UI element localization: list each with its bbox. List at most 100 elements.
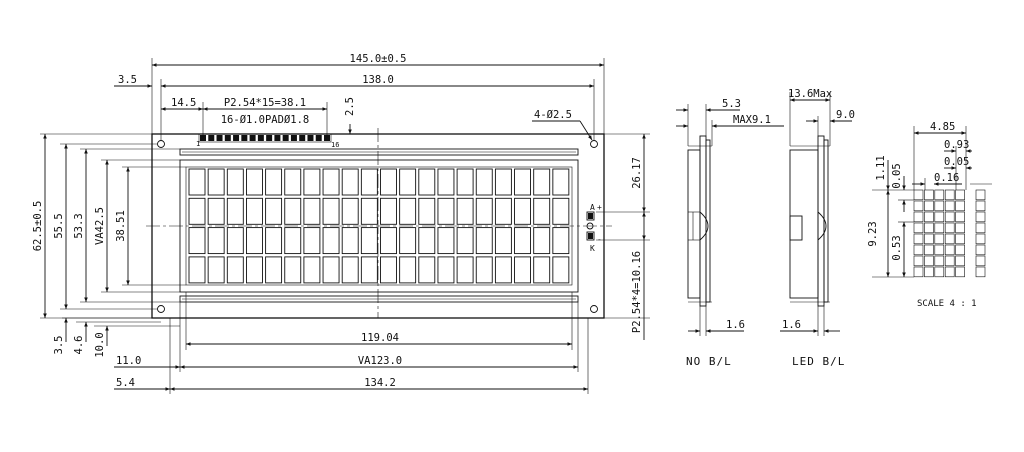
character-cell bbox=[341, 197, 359, 225]
dim-bottom-bezel: 4.6 bbox=[73, 336, 85, 355]
dot bbox=[975, 266, 986, 278]
character-cell bbox=[418, 197, 436, 225]
dot bbox=[934, 189, 945, 201]
character-cell bbox=[322, 227, 340, 255]
character-cell bbox=[284, 197, 302, 225]
pin-pad bbox=[290, 135, 297, 141]
dim-led-bl-bottom: 1.6 bbox=[782, 319, 801, 331]
character-cell bbox=[265, 227, 283, 255]
character-cell bbox=[303, 168, 321, 196]
dot bbox=[975, 255, 986, 267]
dim-dot-pitch-h: 0.93 bbox=[944, 139, 969, 151]
character-cell bbox=[303, 197, 321, 225]
cathode-sign: - bbox=[597, 235, 602, 244]
dot bbox=[913, 200, 924, 212]
dim-bottom-va: 10.0 bbox=[94, 332, 106, 357]
character-cell bbox=[245, 197, 263, 225]
caption-no-bl: NO B/L bbox=[686, 355, 732, 368]
character-cell bbox=[514, 256, 531, 284]
dim-dot-pitch-v: 0.53 bbox=[891, 235, 903, 260]
character-cell bbox=[226, 227, 244, 255]
character-cell bbox=[399, 197, 417, 225]
pin-pad bbox=[315, 135, 322, 141]
character-cell bbox=[245, 256, 263, 284]
dot bbox=[913, 244, 924, 256]
dim-mount-holes: 4-Ø2.5 bbox=[534, 109, 572, 121]
dim-backlight-pins: P2.54*4=10.16 bbox=[631, 251, 643, 333]
character-cell bbox=[207, 168, 225, 196]
dot-matrix bbox=[913, 189, 965, 278]
pin-pad bbox=[241, 135, 248, 141]
character-cell bbox=[207, 227, 225, 255]
character-cell bbox=[552, 256, 570, 284]
dot bbox=[975, 200, 986, 212]
character-cell bbox=[533, 168, 551, 196]
dim-hole-pitch-vertical: 55.5 bbox=[53, 213, 65, 238]
pin-pad bbox=[274, 135, 281, 141]
dim-char-width: 4.85 bbox=[930, 121, 955, 133]
dot bbox=[913, 255, 924, 267]
character-cell bbox=[245, 227, 263, 255]
character-cell bbox=[226, 256, 244, 284]
dot bbox=[924, 233, 934, 245]
dot bbox=[913, 233, 924, 245]
character-cell bbox=[475, 168, 493, 196]
dim-dot-width: 0.16 bbox=[934, 172, 959, 184]
front-view: 1 16 A + - K 145.0±0.5 138.0 3.5 14.5 bbox=[32, 53, 650, 394]
character-cell bbox=[399, 227, 417, 255]
character-cell bbox=[456, 227, 474, 255]
dim-viewing-area-height: VA42.5 bbox=[94, 207, 106, 245]
dim-hole-pitch: 138.0 bbox=[362, 74, 394, 86]
character-cell bbox=[303, 227, 321, 255]
dim-pin-offset: 14.5 bbox=[171, 97, 196, 109]
dot bbox=[955, 233, 965, 245]
character-cell bbox=[245, 168, 263, 196]
character-cell bbox=[380, 256, 397, 284]
dot bbox=[913, 222, 924, 234]
pin-1-label: 1 bbox=[196, 140, 200, 148]
dim-pin-pad: 16-Ø1.0PADØ1.8 bbox=[221, 114, 310, 126]
dim-left-bezel: 5.4 bbox=[116, 377, 135, 389]
character-detail: 4.85 0.93 0.05 0.16 9.23 1.11 0.05 0.53 … bbox=[867, 121, 992, 309]
character-cell bbox=[188, 227, 206, 255]
dot bbox=[934, 244, 945, 256]
character-cell bbox=[265, 197, 283, 225]
character-cell bbox=[514, 197, 531, 225]
dim-dot-gap-h: 0.05 bbox=[944, 156, 969, 168]
dot bbox=[955, 244, 965, 256]
character-cell bbox=[284, 256, 302, 284]
cathode-label: K bbox=[590, 244, 595, 253]
dim-active-area-width: 119.04 bbox=[361, 332, 399, 344]
dim-top-offset: 1.11 bbox=[875, 155, 887, 180]
mount-hole-tl bbox=[157, 140, 165, 148]
dot bbox=[975, 211, 986, 223]
dot bbox=[955, 211, 965, 223]
dot bbox=[924, 211, 934, 223]
pin-pad bbox=[208, 135, 215, 141]
character-grid bbox=[188, 168, 570, 284]
dim-edge-to-hole: 3.5 bbox=[118, 74, 137, 86]
pin-pad bbox=[299, 135, 306, 141]
character-cell bbox=[226, 168, 244, 196]
dim-overall-width: 145.0±0.5 bbox=[350, 53, 407, 65]
dot bbox=[944, 189, 955, 201]
character-cell bbox=[188, 256, 206, 284]
character-cell bbox=[360, 227, 378, 255]
dot bbox=[955, 255, 965, 267]
character-cell bbox=[456, 256, 474, 284]
dot bbox=[955, 266, 965, 278]
character-cell bbox=[380, 197, 397, 225]
character-cell bbox=[552, 168, 570, 196]
dot bbox=[944, 211, 955, 223]
character-cell bbox=[514, 168, 531, 196]
dim-no-bl-max: MAX9.1 bbox=[733, 114, 771, 126]
character-cell bbox=[456, 168, 474, 196]
character-cell bbox=[399, 168, 417, 196]
character-cell bbox=[322, 197, 340, 225]
pin-pad bbox=[233, 135, 240, 141]
dot bbox=[955, 189, 965, 201]
anode-sign: + bbox=[597, 203, 602, 212]
anode-label: A bbox=[590, 203, 595, 212]
mount-hole-br bbox=[590, 305, 598, 313]
character-cell bbox=[188, 168, 206, 196]
